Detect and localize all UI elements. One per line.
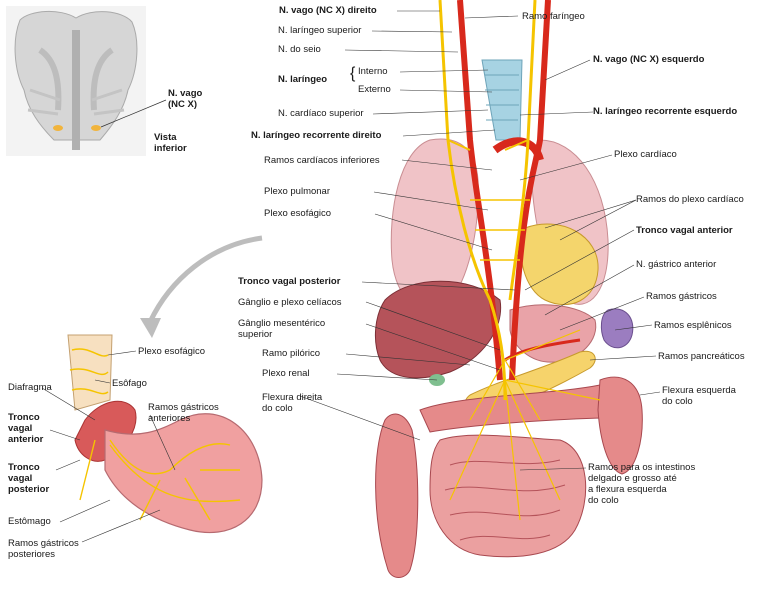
detail-label-esophagus: Esôfago: [112, 378, 147, 389]
label-right-vagus: N. vago (NC X) direito: [279, 5, 377, 16]
label-laryngeal-nerve: N. laríngeo: [278, 74, 328, 85]
label-brace: {: [350, 65, 356, 82]
heart: [520, 223, 599, 305]
detail-label-diaphragm: Diafragma: [8, 382, 52, 393]
trachea: [481, 59, 523, 141]
label-intestinal-branches: Ramos para os intestinos delgado e gross…: [588, 462, 696, 506]
vagus-nerves: [438, 0, 601, 521]
label-pulmonary-plexus: Plexo pulmonar: [264, 186, 331, 197]
label-celiac-ganglion: Gânglio e plexo celíacos: [238, 297, 342, 308]
liver: [375, 280, 502, 379]
detail-label-esophageal-plexus: Plexo esofágico: [138, 346, 206, 357]
inset-vagus-label: N. vago (NC X): [168, 88, 203, 110]
left-carotid-artery: [509, 0, 551, 381]
label-gastric-branches: Ramos gástricos: [646, 291, 717, 302]
detail-label-anterior-gastric-branches: Ramos gástricos anteriores: [148, 402, 219, 424]
detail-label-stomach: Estômago: [8, 516, 51, 527]
label-external: Externo: [358, 84, 391, 95]
detail-label-posterior-gastric-branches: Ramos gástricos posteriores: [8, 538, 79, 560]
label-cardiac-plexus-branches: Ramos do plexo cardíaco: [636, 194, 744, 205]
label-splenic-branches: Ramos esplênicos: [654, 320, 732, 331]
label-posterior-vagal-trunk: Tronco vagal posterior: [238, 276, 341, 287]
left-colic-flexure: [597, 376, 643, 475]
esophagus-detail: [67, 334, 113, 411]
label-pharyngeal-branch: Ramo faríngeo: [522, 11, 585, 22]
curved-arrow: [147, 235, 263, 324]
right-vagus-nerve: [438, 0, 507, 401]
label-pancreatic-branches: Ramos pancreáticos: [658, 351, 745, 362]
stomach-detail: [67, 334, 263, 534]
label-pyloric-branch: Ramo pilórico: [262, 348, 321, 359]
label-carotid-sinus-nerve: N. do seio: [278, 44, 321, 55]
detail-label-posterior-vagal-trunk: Tronco vagal posterior: [8, 462, 50, 495]
label-right-colic-flexure: Flexura direita do colo: [262, 392, 323, 414]
label-anterior-gastric-nerve: N. gástrico anterior: [636, 259, 717, 270]
label-superior-laryngeal: N. laríngeo superior: [278, 25, 362, 36]
label-left-vagus: N. vago (NC X) esquerdo: [593, 54, 705, 65]
label-inferior-cardiac-branches: Ramos cardíacos inferiores: [264, 155, 380, 166]
label-right-recurrent-laryngeal: N. laríngeo recorrente direito: [251, 130, 382, 141]
leader-lines: [41, 10, 661, 543]
small-intestine: [429, 434, 587, 558]
left-vagus-nerve: [508, 0, 537, 301]
inset-view-label: Vista inferior: [154, 132, 187, 154]
detail-label-anterior-vagal-trunk: Tronco vagal anterior: [8, 412, 44, 445]
label-internal: Interno: [358, 66, 388, 77]
label-superior-mesenteric-ganglion: Gânglio mesentérico superior: [238, 318, 326, 340]
ascending-colon: [375, 413, 419, 578]
spleen: [600, 308, 634, 349]
right-vagus-origin: [91, 125, 101, 131]
label-anterior-vagal-trunk: Tronco vagal anterior: [636, 225, 733, 236]
brain-inferior-view: [14, 11, 167, 150]
left-vagus-origin: [53, 125, 63, 131]
label-esophageal-plexus: Plexo esofágico: [264, 208, 332, 219]
label-superior-cardiac-nerve: N. cardíaco superior: [278, 108, 364, 119]
label-left-recurrent-laryngeal: N. laríngeo recorrente esquerdo: [593, 106, 738, 117]
torso-figure: [375, 0, 643, 578]
label-left-colic-flexure: Flexura esquerda do colo: [662, 385, 736, 407]
label-renal-plexus: Plexo renal: [262, 368, 310, 379]
arrow-head: [140, 318, 161, 338]
label-cardiac-plexus: Plexo cardíaco: [614, 149, 677, 160]
